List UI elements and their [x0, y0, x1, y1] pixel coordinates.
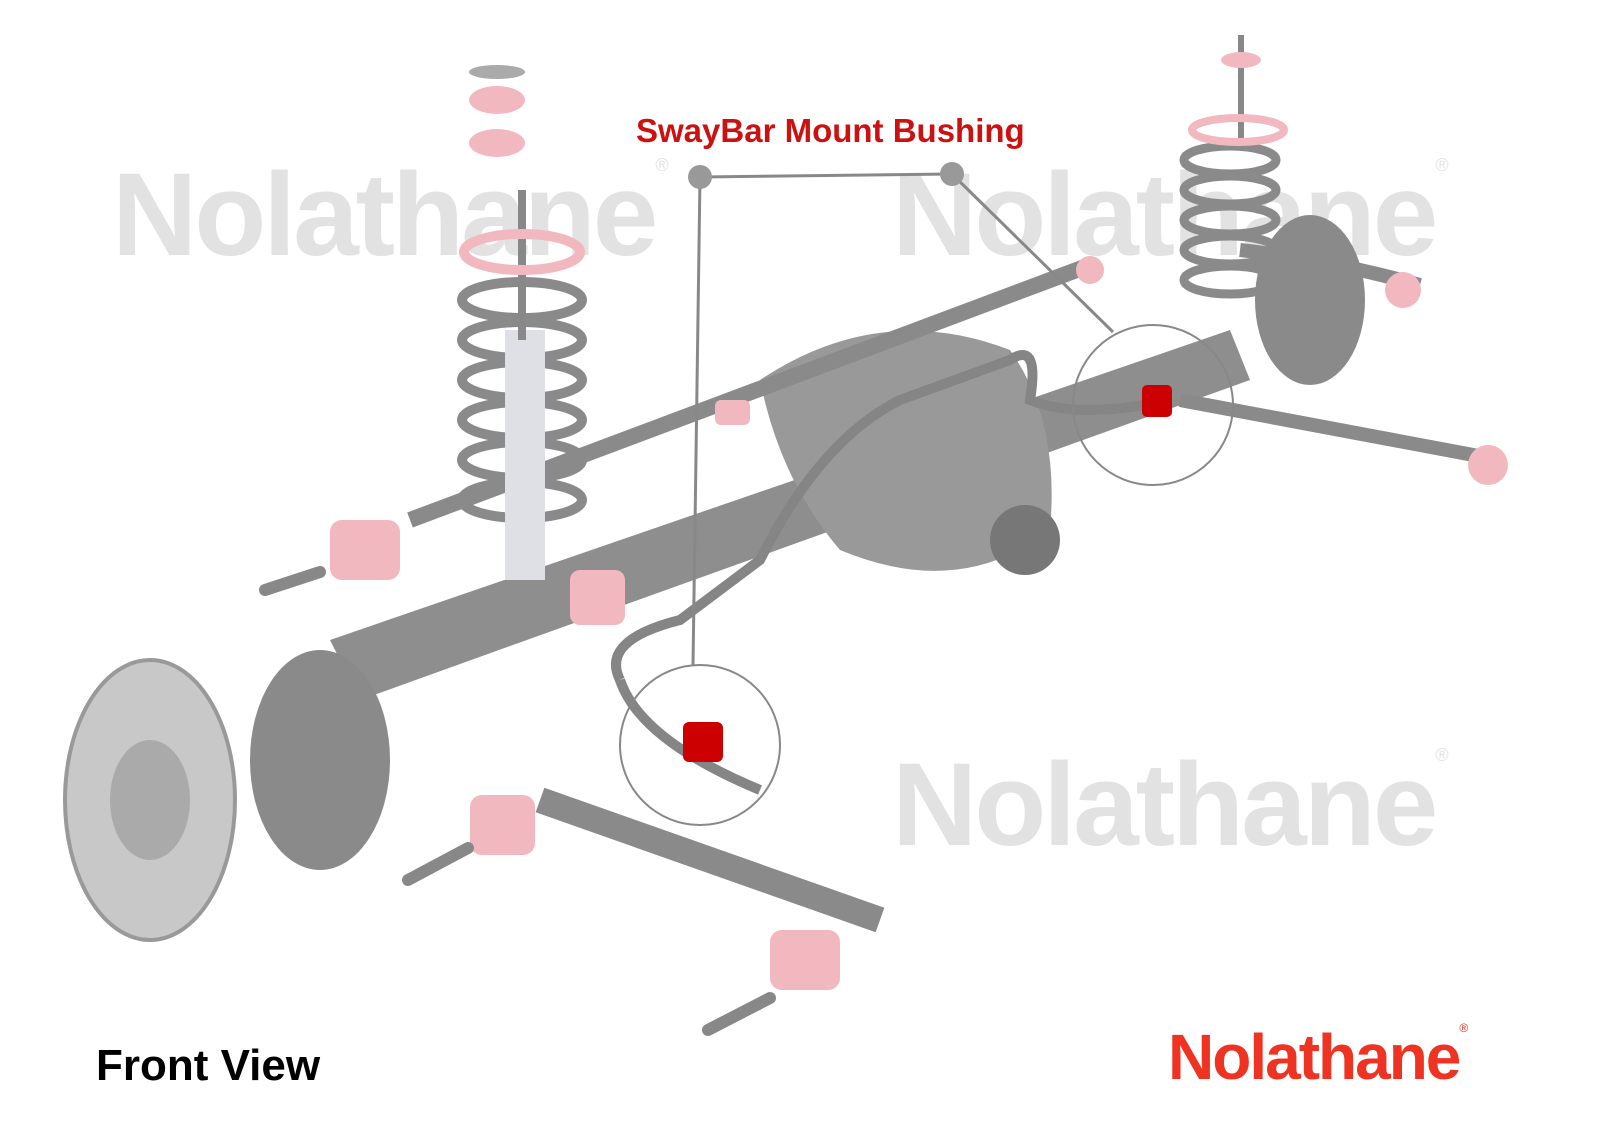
sway-bar-end [615, 678, 762, 795]
callout-dot [688, 165, 712, 189]
disc-hub [110, 740, 190, 860]
differential [760, 330, 1052, 571]
callout-circle [619, 664, 781, 826]
watermark-text: Nolathane [112, 149, 658, 281]
spring-seat-right [1188, 114, 1288, 146]
shock-bushing [1221, 52, 1261, 68]
spring-seat-left [459, 229, 585, 275]
lower-arm-left [535, 787, 885, 933]
swaybar-bushing-highlight [1142, 385, 1172, 417]
logo-text: Nolathane [1168, 1021, 1461, 1093]
callout-circle [1072, 324, 1234, 486]
watermark: Nolathane® [892, 745, 1449, 864]
callout-dot [940, 162, 964, 186]
watermark: Nolathane® [112, 155, 669, 274]
swaybar-bushing-highlight [683, 722, 723, 762]
logo-registered-mark: ® [1459, 1021, 1468, 1035]
backing-plate [250, 650, 390, 870]
backing-plate-right [1255, 215, 1365, 385]
shock-bushing [469, 86, 525, 114]
registered-mark: ® [655, 155, 668, 175]
shock-left [505, 330, 545, 580]
brand-logo: Nolathane® [1168, 1021, 1468, 1093]
callout-leader [691, 172, 1115, 666]
callout-label: SwayBar Mount Bushing [636, 112, 1025, 149]
shock-bushing [469, 129, 525, 157]
pinion-flange [990, 505, 1060, 575]
pins [259, 566, 776, 1036]
view-label: Front View [96, 1041, 321, 1090]
registered-mark: ® [1435, 155, 1448, 175]
washer [469, 65, 525, 79]
shock-rod-right [1238, 35, 1244, 145]
sway-bar [611, 350, 1172, 683]
watermark-text: Nolathane [892, 739, 1438, 871]
registered-mark: ® [1435, 745, 1448, 765]
bushings [330, 256, 1508, 990]
